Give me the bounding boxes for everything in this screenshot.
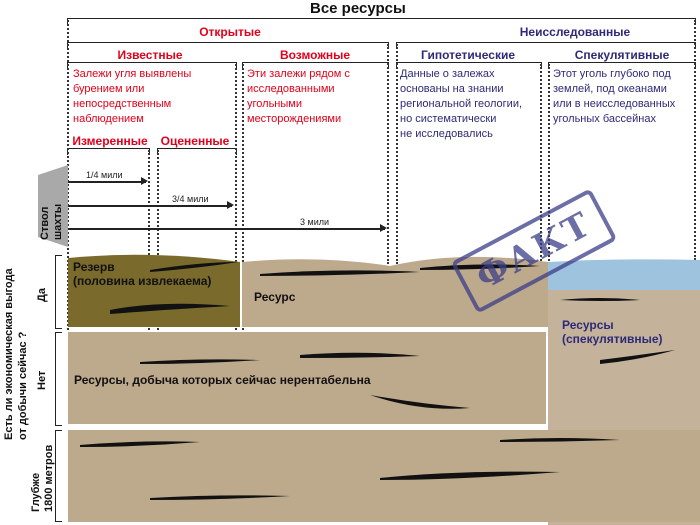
arrow-quarter-mile [68,178,148,184]
desc-line: землей, под океанами [553,83,667,95]
desc-line: исследованными [247,83,335,95]
resource-label: Ресурс [254,290,296,304]
desc-hypothetical: Данные о залежах основаны на знании регион… [400,67,522,142]
label-measured: Измеренные [72,134,148,148]
divider [540,64,542,264]
desc-line: или в неисследованных [553,98,676,110]
bracket-yes [55,255,62,329]
uneconomic-label: Ресурсы, добыча которых сейчас нерентабе… [74,373,371,387]
arrow-three-quarter-mile [68,202,234,208]
desc-speculative: Этот уголь глубоко под землей, под океана… [553,67,675,127]
divider [694,20,696,260]
divider [396,44,398,264]
reserve-line: Резерв [73,260,115,274]
desc-line: Данные о залежах [400,68,495,80]
distance-three-quarter: 3/4 мили [172,194,209,204]
desc-line: угольными [247,98,302,110]
label-estimated: Оцененные [160,134,230,148]
spec-line: Ресурсы [562,318,614,332]
desc-line: не исследовались [400,128,493,140]
desc-line: но систематически [400,113,497,125]
desc-line: наблюдением [73,113,144,125]
distance-three: 3 мили [300,217,329,227]
reserve-line: (половина извлекаема) [73,274,212,288]
deep-line: Глубже [30,472,42,512]
label-yes: Да [36,288,48,302]
desc-known: Залежи угля выявлены бурением или непосред… [73,67,191,127]
divider [242,64,244,330]
divider [235,64,237,330]
desc-line: угольных бассейнах [553,113,656,125]
label-hypothetical: Гипотетические [420,48,516,62]
spec-line: (спекулятивные) [562,332,663,346]
question-line: от добычи сейчас ? [17,331,29,440]
desc-line: Этот уголь глубоко под [553,68,671,80]
desc-line: непосредственным [73,98,172,110]
bracket-deep [55,430,62,522]
divider [387,44,389,264]
desc-possible: Эти залежи рядом с исследованными угольным… [247,67,350,127]
label-possible: Возможные [279,48,351,62]
deep-layer [68,430,700,522]
divider [548,64,550,264]
desc-line: Залежи угля выявлены [73,68,192,80]
deep-line: 1800 метров [43,444,55,512]
uneconomic-layer [68,332,546,424]
label-known: Известные [117,48,183,62]
mine-shaft-icon [38,165,68,247]
label-no: Нет [36,370,48,390]
desc-line: Эти залежи рядом с [247,68,350,80]
desc-line: региональной геологии, [400,98,523,110]
reserve-layer [68,254,240,327]
ocean [548,259,700,292]
reserve-label: Резерв(половина извлекаема) [73,260,211,288]
desc-line: месторождениями [247,113,342,125]
bracket-no [55,332,62,426]
speculative-resources-label: Ресурсы(спекулятивные) [562,318,663,346]
question-line: Есть ли экономическая выгода [3,268,15,440]
desc-line: основаны на знании [400,83,504,95]
desc-line: бурением или [73,83,145,95]
category-open: Открытые [199,25,261,39]
category-unexplored: Неисследованные [519,25,631,39]
divider [157,150,159,330]
arrow-three-miles [68,225,387,231]
diagram-title: Все ресурсы [310,0,406,17]
divider [148,150,150,330]
distance-quarter: 1/4 мили [86,170,123,180]
label-speculative: Спекулятивные [574,48,670,62]
